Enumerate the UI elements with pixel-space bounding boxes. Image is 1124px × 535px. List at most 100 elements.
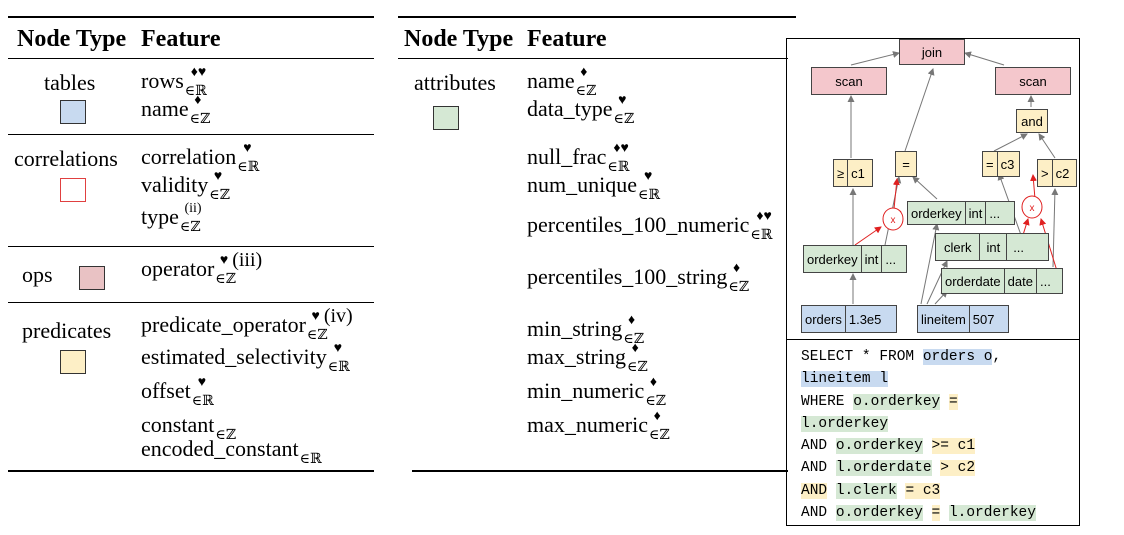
node-type-attributes: attributes <box>414 70 496 95</box>
feature-min-string: min_string∈ℤ♦ <box>527 313 644 347</box>
feature-num-unique: num_unique∈ℝ♥ <box>527 169 660 203</box>
edge-li-ok2 <box>920 223 940 305</box>
predicate-ge-c1: ≥c1 <box>833 159 873 187</box>
sql-token: AND <box>801 460 836 477</box>
feature-offset: offset∈ℝ♥ <box>141 375 214 409</box>
left-header-feature: Feature <box>141 26 221 52</box>
feature-encoded-constant: encoded_constant∈ℝ <box>141 436 322 467</box>
sql-token: l.clerk <box>835 482 897 499</box>
left-table-header-rule <box>8 58 374 59</box>
feature-percentiles-100-numeric: percentiles_100_numeric∈ℝ♦♥ <box>527 209 773 243</box>
edge-eq3-and <box>993 133 1028 152</box>
node-type-predicates: predicates <box>22 318 112 343</box>
predicate-eq: = <box>895 151 917 177</box>
feature-operator: operator∈ℤ♥(iii) <box>141 249 263 287</box>
feature-max-string: max_string∈ℤ♦ <box>527 341 648 375</box>
node-type-ops: ops <box>22 262 53 287</box>
feature-name: name∈ℤ♦ <box>141 93 211 127</box>
and-node: and <box>1016 109 1048 133</box>
sql-token <box>923 438 932 454</box>
edge-eq-join <box>904 68 935 152</box>
graph-edges: x x <box>847 51 1059 305</box>
sql-line: AND l.orderdate > c2 <box>801 457 1079 479</box>
right-table-top-rule <box>398 16 796 18</box>
join-node: join <box>899 39 965 65</box>
sql-token: lineitem l <box>801 371 889 388</box>
feature-correlation: correlation∈ℝ♥ <box>141 141 260 175</box>
feature-validity: validity∈ℤ♥ <box>141 169 230 203</box>
left-table-top-rule <box>8 16 374 18</box>
feature-type: type∈ℤ(ii) <box>141 201 202 235</box>
left-table-bottom-rule <box>8 470 374 472</box>
feature-estimated-selectivity: estimated_selectivity∈ℝ♥ <box>141 341 350 375</box>
sql-token: = c3 <box>905 482 941 499</box>
feature-name: name∈ℤ♦ <box>527 65 597 99</box>
sql-token <box>923 505 932 521</box>
predicate-gt-c2: >c2 <box>1037 159 1077 187</box>
swatch-attributes <box>433 106 459 130</box>
sql-line: lineitem l <box>801 368 1079 390</box>
sql-token: = <box>931 505 941 522</box>
left-group-rule-2 <box>8 302 374 303</box>
sql-token: o.orderkey <box>835 505 923 522</box>
node-type-tables: tables <box>44 70 96 95</box>
feature-percentiles-100-string: percentiles_100_string∈ℤ♦ <box>527 261 749 295</box>
feature-rows: rows∈ℝ♦♥ <box>141 65 207 99</box>
left-header-node-type: Node Type <box>17 26 127 52</box>
correlation-mark-right: x <box>1030 203 1035 214</box>
sql-token: o.orderkey <box>853 393 941 410</box>
edge-scan-join-right <box>964 51 1005 66</box>
sql-line: SELECT * FROM orders o, <box>801 346 1079 368</box>
right-table-bottom-rule <box>412 470 788 472</box>
left-group-rule-1 <box>8 246 374 247</box>
edge-scan-join <box>850 51 900 66</box>
query-graph-diagram: x x join scan scan and ≥c1 = =c3 >c2 ord… <box>786 38 1080 340</box>
sql-line: WHERE o.orderkey = <box>801 391 1079 413</box>
sql-query-box: SELECT * FROM orders o, lineitem l WHERE o… <box>786 340 1080 526</box>
sql-token <box>827 483 836 499</box>
right-table-header-rule <box>398 58 788 59</box>
feature-data-type: data_type∈ℤ♥ <box>527 93 635 127</box>
scan-node-right: scan <box>995 67 1071 95</box>
sql-token: SELECT * FROM <box>801 349 923 365</box>
sql-line: l.orderkey <box>801 413 1079 435</box>
sql-token <box>932 460 941 476</box>
sql-token: WHERE <box>801 393 854 410</box>
swatch-predicates <box>60 350 86 374</box>
scan-node-left: scan <box>811 67 887 95</box>
sql-token: = <box>948 393 958 410</box>
sql-token: o.orderkey <box>835 438 923 455</box>
swatch-correlations <box>60 178 86 202</box>
feature-predicate-operator: predicate_operator∈ℤ♥(iv) <box>141 305 353 343</box>
swatch-tables <box>60 100 86 124</box>
sql-token: > c2 <box>940 460 976 477</box>
sql-token: AND <box>801 505 836 522</box>
edge-gt-and <box>1038 133 1056 159</box>
sql-token <box>940 394 949 410</box>
edge-ok2-eq <box>912 176 938 200</box>
right-header-node-type: Node Type <box>404 26 514 52</box>
sql-line: AND o.orderkey = l.orderkey <box>801 502 1079 524</box>
feature-min-numeric: min_numeric∈ℤ♦ <box>527 375 666 409</box>
sql-token: AND <box>801 482 828 499</box>
sql-token: , <box>992 349 1002 365</box>
sql-token: orders o <box>922 349 993 365</box>
feature-null-frac: null_frac∈ℝ♦♥ <box>527 141 630 175</box>
correlation-node-right <box>1021 195 1043 219</box>
sql-token <box>940 505 949 521</box>
feature-constant: constant∈ℤ <box>141 412 236 443</box>
sql-token: l.orderkey <box>948 505 1036 522</box>
left-group-rule-0 <box>8 134 374 135</box>
right-header-feature: Feature <box>527 26 607 52</box>
node-type-correlations: correlations <box>14 146 118 171</box>
sql-token: l.orderkey <box>801 415 889 432</box>
sql-token: AND <box>801 438 836 455</box>
sql-token: >= c1 <box>931 438 976 455</box>
predicate-eq-c3: =c3 <box>982 151 1020 177</box>
edge-date-gt <box>1051 188 1059 268</box>
